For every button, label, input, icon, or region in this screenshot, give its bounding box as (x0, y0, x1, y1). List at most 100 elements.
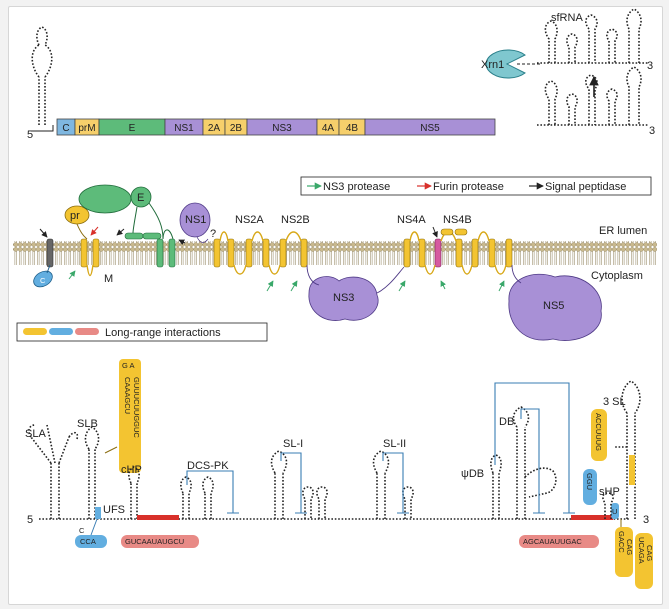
dcs-pk-structure (180, 470, 239, 519)
lri-red-swatch (75, 328, 99, 335)
three-sl-label: 3 SL (603, 396, 626, 408)
db-structure (494, 382, 575, 519)
gene-segment-label: NS3 (272, 123, 292, 134)
ggu-seq: GGU (585, 473, 594, 490)
three-prime-utr-structure (517, 8, 649, 126)
cag2-seq: CAG (645, 545, 654, 561)
sfrna-label: sfRNA (551, 12, 583, 24)
slb-loop-seq: G A (122, 361, 135, 370)
ufs-marker (95, 507, 101, 519)
sl-i-label: SL-I (283, 438, 303, 450)
transmembrane-helices (46, 238, 513, 268)
lri-blue-swatch (49, 328, 73, 335)
xrn1-label: Xrn1 (481, 59, 504, 71)
red-left-seq: GUCAAUAUGCU (125, 537, 184, 546)
legend-ns3-protease: NS3 protease (323, 181, 390, 193)
ns5-protein (508, 264, 602, 341)
ufs-label: UFS (103, 504, 125, 516)
cca-seq: CCA (80, 537, 96, 546)
shp-blue-seq: U (612, 507, 617, 516)
slb-label: SLB (77, 418, 98, 430)
er-membrane-bilayer (13, 241, 657, 265)
membrane-loops (86, 231, 507, 277)
sl-ii-label: SL-II (383, 438, 406, 450)
ggu-lri-box (583, 469, 597, 505)
gacc-seq: GACC (617, 531, 626, 553)
genome-three-prime-label: 3 (649, 125, 655, 137)
pr-protein (64, 205, 90, 240)
slb-right-seq: GUUUCUUGGUC (132, 377, 141, 438)
gene-segment-label: 2B (230, 123, 243, 134)
membrane-panel: NS3 protease Furin protease Signal pepti… (13, 176, 657, 341)
ns3-label: NS3 (333, 292, 354, 304)
e-protein-label: E (137, 192, 144, 204)
chp-label: cHP (121, 464, 142, 476)
legend-furin-protease: Furin protease (433, 181, 504, 193)
cca-link-line (90, 518, 98, 536)
gene-segment-label: NS1 (174, 123, 194, 134)
gene-segment-label: C (62, 123, 69, 134)
slb-lri-box (119, 359, 141, 473)
five-prime-label: 5 (27, 129, 33, 141)
ns1-label: NS1 (185, 214, 206, 226)
gene-segment (364, 118, 496, 136)
red-lri-backbone-right (571, 515, 613, 520)
cytoplasm-label: Cytoplasm (591, 270, 643, 282)
sla-label: SLA (25, 428, 46, 440)
gene-segment-label: 2A (208, 123, 221, 134)
m-protein-label: M (104, 273, 113, 285)
sl-i-structure (270, 450, 328, 519)
ns4b-label: NS4B (443, 214, 472, 226)
xrn1-enzyme (485, 49, 526, 79)
rna-five-prime-label: 5 (27, 514, 33, 526)
lri-yellow-swatch (23, 328, 47, 335)
psidb-label: ψDB (461, 468, 484, 480)
ucaga-seq: UCAGA (637, 537, 646, 564)
red-lri-box-left (121, 535, 199, 548)
ns2a-label: NS2A (235, 214, 264, 226)
ns1-protein (179, 202, 211, 243)
rna-three-prime-label: 3 (643, 514, 649, 526)
legend-signal-peptidase: Signal peptidase (545, 181, 626, 193)
psidb-structure (490, 454, 502, 519)
sfrna-three-prime-label: 3 (647, 60, 653, 72)
shp-label: sHP (599, 486, 620, 498)
db-label: DB (499, 416, 514, 428)
ns5-label: NS5 (543, 300, 564, 312)
ns4b-lumen-segment (440, 228, 454, 236)
gene-segment-label: 4A (322, 123, 335, 134)
cca-lri-box (75, 535, 107, 548)
long-range-legend-box (16, 322, 268, 342)
cleavage-arrows (39, 226, 505, 292)
sla-structure (28, 424, 79, 519)
pr-label: pr (70, 210, 80, 222)
protease-legend-box (300, 176, 652, 196)
lri-legend-label: Long-range interactions (105, 327, 221, 339)
ns4b-lumen-segment (454, 228, 468, 236)
ns2b-label: NS2B (281, 214, 310, 226)
gene-segment-label: 4B (346, 123, 359, 134)
e-protein (78, 184, 174, 240)
three-sl-lri-box (591, 409, 607, 461)
ns1-question-label: ? (210, 228, 216, 240)
chp-structure (128, 466, 140, 519)
cca-top-seq: C (79, 526, 85, 535)
three-sl-seq: ACCUUUG (594, 413, 603, 451)
dcs-pk-label: DCS-PK (187, 460, 229, 472)
slb-structure (84, 426, 100, 519)
er-lumen-label: ER lumen (599, 225, 647, 237)
gene-segment-label: E (129, 123, 136, 134)
red-right-seq: AGCAUAUUGAC (523, 537, 582, 546)
slb-left-seq: CAAAGCU (123, 377, 132, 414)
c-protein-label: C (40, 276, 46, 285)
ns3-protein (306, 264, 405, 321)
five-prime-stem-loop (31, 26, 54, 132)
cag-seq: CAG (625, 539, 634, 555)
gacc-lri-box (615, 527, 633, 577)
ucaga-lri-box (635, 533, 653, 589)
ns4a-label: NS4A (397, 214, 426, 226)
